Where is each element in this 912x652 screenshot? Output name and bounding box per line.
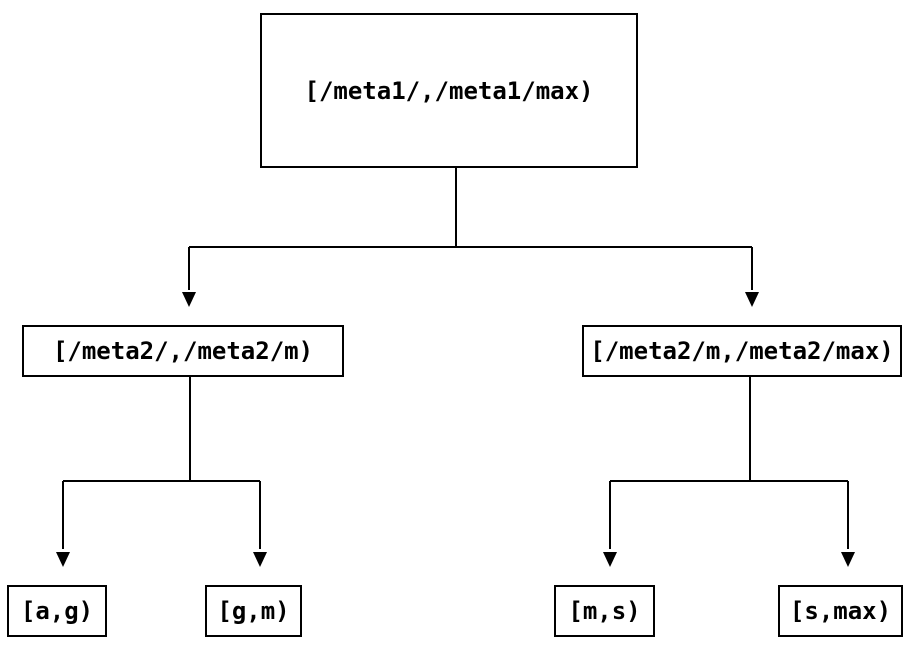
tree-node-leaf-ag: [a,g) (7, 585, 107, 637)
tree-node-leaf-smax: [s,max) (778, 585, 903, 637)
tree-node-leaf-gm-label: [g,m) (217, 597, 290, 625)
tree-node-right-child: [/meta2/m,/meta2/max) (582, 325, 902, 377)
tree-node-root: [/meta1/,/meta1/max) (260, 13, 638, 168)
arrowhead-icon (603, 552, 617, 567)
tree-node-leaf-gm: [g,m) (205, 585, 302, 637)
arrowhead-icon (745, 292, 759, 307)
arrowhead-icon (841, 552, 855, 567)
tree-node-right-child-label: [/meta2/m,/meta2/max) (590, 337, 894, 365)
arrowhead-icon (56, 552, 70, 567)
tree-node-leaf-ms: [m,s) (554, 585, 655, 637)
tree-node-leaf-smax-label: [s,max) (789, 597, 892, 625)
tree-node-leaf-ag-label: [a,g) (20, 597, 94, 625)
tree-node-root-label: [/meta1/,/meta1/max) (304, 76, 594, 105)
arrowhead-icon (253, 552, 267, 567)
arrowhead-icon (182, 292, 196, 307)
tree-node-left-child: [/meta2/,/meta2/m) (22, 325, 344, 377)
tree-node-leaf-ms-label: [m,s) (568, 597, 641, 625)
tree-node-left-child-label: [/meta2/,/meta2/m) (52, 337, 314, 365)
